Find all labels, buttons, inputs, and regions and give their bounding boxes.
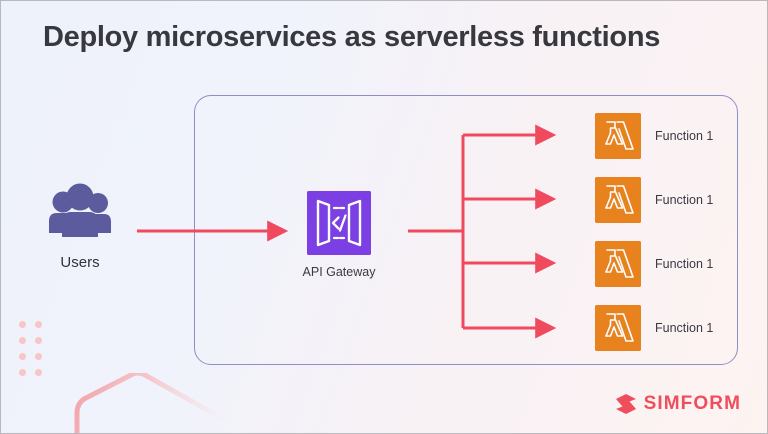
node-function-4: Function 1 [595, 305, 713, 351]
decorative-dot [19, 353, 26, 360]
node-function-2: Function 1 [595, 177, 713, 223]
node-api-gateway-label: API Gateway [302, 265, 376, 279]
node-api-gateway: API Gateway [296, 191, 382, 280]
users-icon [49, 183, 111, 237]
decorative-hexagon-icon [74, 373, 230, 433]
node-users-label: Users [60, 254, 100, 271]
aws-lambda-icon [595, 241, 641, 287]
node-function-label: Function 1 [655, 257, 714, 271]
node-function-label: Function 1 [655, 193, 714, 207]
decorative-dot [19, 337, 26, 344]
decorative-dot-grid [19, 321, 51, 385]
brand-name: SIMFORM [643, 393, 741, 414]
aws-lambda-icon [595, 305, 641, 351]
brand-logo: SIMFORM [615, 393, 741, 415]
decorative-dot [35, 353, 42, 360]
api-gateway-icon [307, 191, 371, 255]
page-title: Deploy microservices as serverless funct… [43, 21, 661, 53]
node-users: Users [35, 183, 125, 272]
decorative-dot [35, 321, 42, 328]
node-function-3: Function 1 [595, 241, 713, 287]
aws-lambda-icon [595, 177, 641, 223]
node-function-label: Function 1 [655, 321, 714, 335]
decorative-dot [19, 369, 26, 376]
decorative-dot [35, 369, 42, 376]
decorative-dot [35, 337, 42, 344]
decorative-dot [19, 321, 26, 328]
aws-lambda-icon [595, 113, 641, 159]
node-function-label: Function 1 [655, 129, 714, 143]
simform-logo-icon [615, 394, 636, 414]
node-function-1: Function 1 [595, 113, 713, 159]
